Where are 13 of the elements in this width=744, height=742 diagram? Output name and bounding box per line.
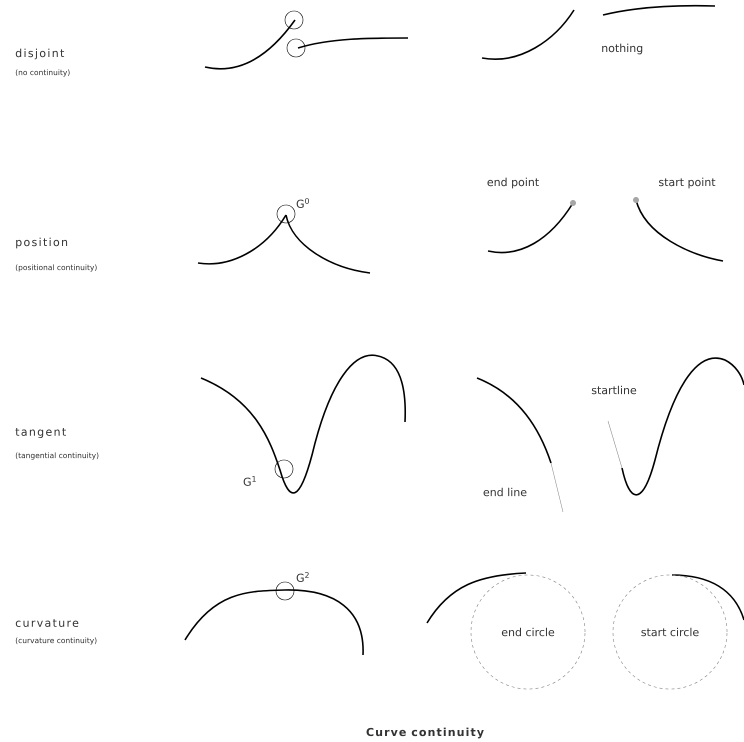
joint-label: G$^{2}$ bbox=[296, 572, 309, 582]
row-title: curvature bbox=[16, 619, 78, 627]
annotation: startline bbox=[592, 386, 636, 394]
row-title: disjoint bbox=[16, 48, 64, 60]
caption: Curve continuity bbox=[366, 728, 484, 738]
row-title: position bbox=[16, 238, 68, 248]
annotation: start point bbox=[659, 178, 716, 188]
joint-label: G$^{0}$ bbox=[296, 198, 309, 208]
joint-label: G$^{1}$ bbox=[244, 476, 256, 486]
annotation: end line bbox=[484, 488, 526, 496]
annotation: nothing bbox=[602, 44, 642, 54]
annotation: end point bbox=[487, 178, 539, 188]
row-title: tangent bbox=[16, 428, 66, 438]
